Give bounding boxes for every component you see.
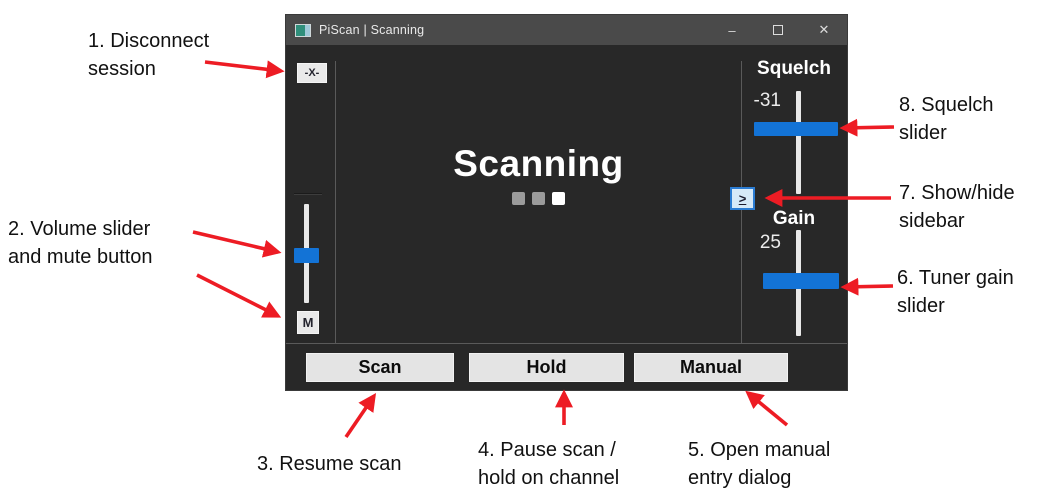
- volume-slider-handle[interactable]: [294, 248, 319, 263]
- maximize-button[interactable]: [755, 15, 801, 45]
- window-body: -X- M Scanning Squelch -31 >: [286, 45, 847, 390]
- squelch-slider[interactable]: [796, 91, 801, 194]
- annotation-tuner-gain: 6. Tuner gain slider: [897, 267, 1014, 317]
- arrow-resume-scan: [344, 393, 377, 439]
- annotation-volume: 2. Volume slider and mute button: [8, 218, 153, 268]
- titlebar: PiScan | Scanning – ✕: [286, 15, 847, 45]
- status-area: Scanning: [336, 45, 741, 205]
- annotation-disconnect: 1. Disconnect session: [88, 30, 210, 80]
- manual-button[interactable]: Manual: [634, 353, 788, 382]
- arrow-mute-button: [196, 273, 282, 318]
- maximize-icon: [773, 25, 783, 35]
- annotation-squelch: 8. Squelch slider: [899, 94, 994, 144]
- gain-value: 25: [759, 232, 781, 253]
- mute-button[interactable]: M: [297, 311, 319, 334]
- squelch-value: -31: [753, 90, 781, 111]
- left-panel-divider: [335, 61, 336, 343]
- status-dots: [336, 192, 741, 205]
- disconnect-button[interactable]: -X-: [297, 63, 327, 83]
- hold-button[interactable]: Hold: [469, 353, 624, 382]
- sidebar-toggle-button[interactable]: >: [730, 187, 755, 210]
- footer-divider: [286, 343, 847, 344]
- status-dot: [552, 192, 565, 205]
- window-title: PiScan | Scanning: [319, 23, 425, 37]
- status-text: Scanning: [453, 143, 624, 184]
- piscan-window: PiScan | Scanning – ✕ -X- M Scanning: [285, 14, 848, 391]
- gain-slider-handle[interactable]: [763, 273, 839, 289]
- gain-label: Gain: [772, 208, 816, 229]
- arrow-disconnect: [204, 60, 285, 79]
- arrow-tuner-gain: [840, 277, 894, 296]
- close-button[interactable]: ✕: [818, 22, 830, 37]
- annotation-resume-scan: 3. Resume scan: [257, 453, 402, 475]
- annotation-show-hide-sidebar: 7. Show/hide sidebar: [899, 182, 1015, 232]
- arrow-squelch-slider: [839, 118, 895, 137]
- status-dot: [532, 192, 545, 205]
- window-controls: – ✕: [709, 15, 847, 45]
- status-dot: [512, 192, 525, 205]
- arrow-manual-entry: [745, 390, 789, 427]
- arrow-volume-slider: [192, 230, 282, 258]
- squelch-slider-handle[interactable]: [754, 122, 838, 136]
- annotation-manual-entry: 5. Open manual entry dialog: [688, 439, 831, 489]
- scan-button[interactable]: Scan: [306, 353, 454, 382]
- annotation-pause-scan: 4. Pause scan / hold on channel: [478, 439, 620, 489]
- app-icon: [295, 23, 311, 37]
- volume-separator: [294, 193, 322, 195]
- squelch-label: Squelch: [757, 58, 831, 79]
- minimize-button[interactable]: –: [728, 22, 736, 38]
